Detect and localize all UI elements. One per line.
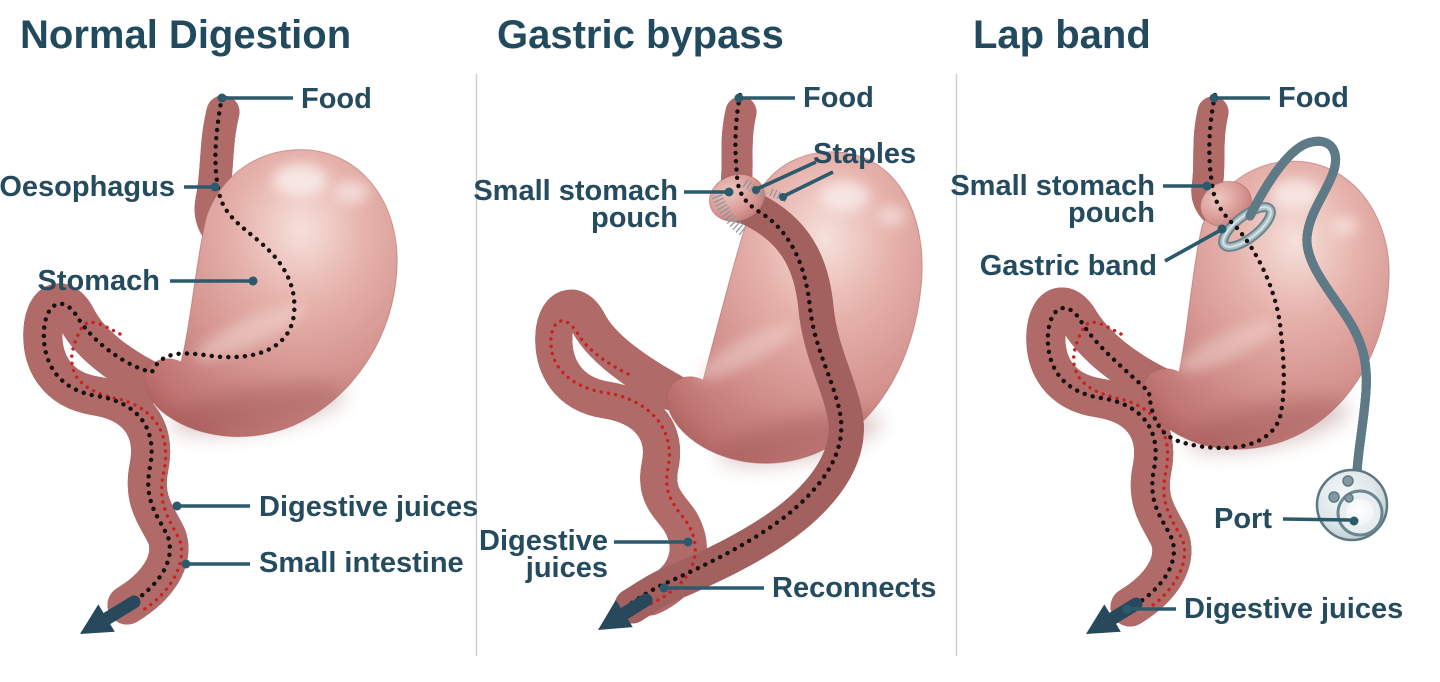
port-suture-hole <box>1342 475 1354 487</box>
label-oesophagus: Oesophagus <box>0 171 175 203</box>
stomach-sheen <box>1271 179 1321 209</box>
label-digestive-juices: Digestive juices <box>1184 593 1404 625</box>
panel-title-lap-band: Lap band <box>973 13 1151 57</box>
panel-title-gastric-bypass: Gastric bypass <box>497 13 784 57</box>
label-reconnects: Reconnects <box>772 572 937 604</box>
gastric-band <box>1218 202 1276 252</box>
label-line: pouch <box>591 202 678 234</box>
label-line: Small stomach <box>950 170 1155 202</box>
label-line: Digestive <box>479 525 608 557</box>
stomach-body <box>1142 160 1390 452</box>
stomach-sheen <box>820 181 870 211</box>
small-stomach-pouch <box>708 173 766 223</box>
small-intestine-tube <box>43 303 169 625</box>
stomach-sheen <box>696 323 794 381</box>
label-small-intestine: Small intestine <box>259 547 464 579</box>
label-food: Food <box>1278 82 1349 114</box>
stomach-sheen <box>1177 319 1279 373</box>
stomach-body <box>144 149 398 438</box>
stomach-sheen <box>195 303 305 361</box>
stomach-shade <box>171 382 345 434</box>
leader-lines <box>614 93 834 593</box>
label-line: juices <box>525 552 608 584</box>
stomach-sheen <box>273 164 327 196</box>
label-line: Small stomach <box>473 175 678 207</box>
food-path-dotted <box>1045 92 1286 610</box>
port-suture-hole <box>1344 493 1354 503</box>
lap-band-anatomy <box>1045 92 1390 634</box>
digestive-juices-path-dotted <box>1071 320 1187 614</box>
label-gastric-band: Gastric band <box>979 250 1157 282</box>
small-intestine-tube <box>554 308 688 616</box>
panel-title-normal-digestion: Normal Digestion <box>20 13 352 57</box>
digestive-juices-path-dotted <box>549 319 697 615</box>
normal-digestion-anatomy <box>41 93 398 634</box>
port-device <box>1315 468 1389 542</box>
label-line: pouch <box>1068 197 1155 229</box>
stomach-sheen <box>1332 217 1358 235</box>
stomach-sheen <box>335 181 369 203</box>
label-port: Port <box>1214 503 1272 535</box>
panel-dividers <box>475 74 958 656</box>
food-path-dotted <box>626 92 844 608</box>
flow-arrow-icon <box>598 593 653 630</box>
port-suture-hole <box>1328 491 1340 503</box>
label-digestive-juices: Digestive juices <box>479 525 608 584</box>
label-digestive-juices: Digestive juices <box>259 491 479 523</box>
band-tubing <box>1245 141 1366 472</box>
leader-lines <box>1122 93 1359 614</box>
label-food: Food <box>803 82 874 114</box>
label-small-stomach-pouch: Small stomach pouch <box>473 175 678 234</box>
gastric-bypass-anatomy <box>549 92 923 630</box>
label-stomach: Stomach <box>37 265 160 297</box>
stomach-sheen <box>878 206 906 226</box>
digestive-juices-path-dotted <box>69 320 184 614</box>
stomach-body <box>666 151 923 465</box>
stomach-shade <box>1187 398 1349 452</box>
label-staples: Staples <box>813 138 917 170</box>
food-path-dotted <box>41 94 297 608</box>
flow-arrow-icon <box>80 595 141 634</box>
label-small-stomach-pouch: Small stomach pouch <box>950 170 1155 229</box>
label-food: Food <box>301 83 372 115</box>
leader-lines <box>170 93 293 569</box>
